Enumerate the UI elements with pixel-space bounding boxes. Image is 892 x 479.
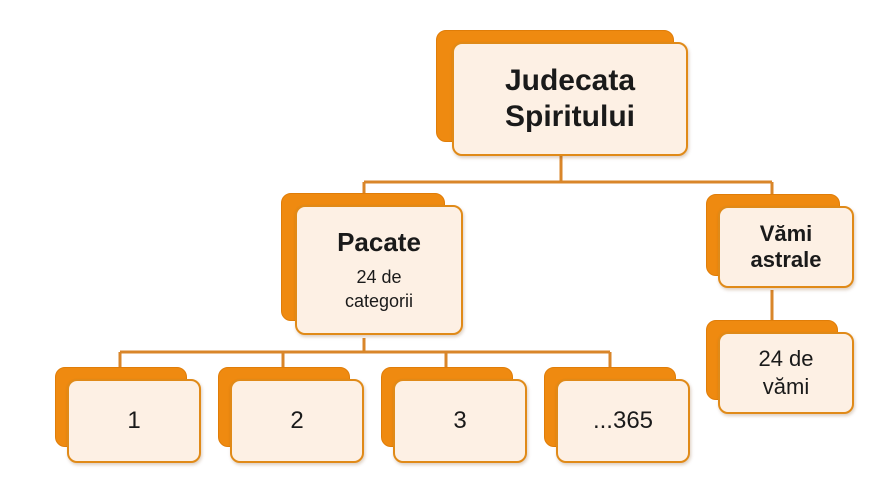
root-node-card: Judecata Spiritului	[452, 42, 688, 156]
vami-title-line2: astrale	[750, 247, 822, 272]
pacate-title: Pacate	[337, 227, 421, 257]
leaf-3-label: 3	[453, 407, 467, 434]
vami-child-line1: 24 de	[758, 346, 814, 371]
vami-child-line2: vămi	[762, 374, 810, 399]
pacate-sub-line2: categorii	[344, 291, 414, 311]
leaf-3-card: 3	[393, 379, 527, 463]
vami-title-line1: Vămi	[759, 221, 813, 246]
leaf-4-label: ...365	[592, 407, 654, 434]
leaf-4-card: ...365	[556, 379, 690, 463]
pacate-sub-line1: 24 de	[356, 267, 402, 287]
root-title-line2: Spiritului	[505, 100, 635, 133]
leaf-1-label: 1	[127, 407, 141, 434]
leaf-2-card: 2	[230, 379, 364, 463]
leaf-1-card: 1	[67, 379, 201, 463]
vami-node-card: Vămi astrale	[718, 206, 854, 288]
leaf-2-label: 2	[290, 407, 304, 434]
pacate-node-card: Pacate 24 de categorii	[295, 205, 463, 335]
root-title-line1: Judecata	[504, 64, 636, 97]
vami-child-card: 24 de vămi	[718, 332, 854, 414]
